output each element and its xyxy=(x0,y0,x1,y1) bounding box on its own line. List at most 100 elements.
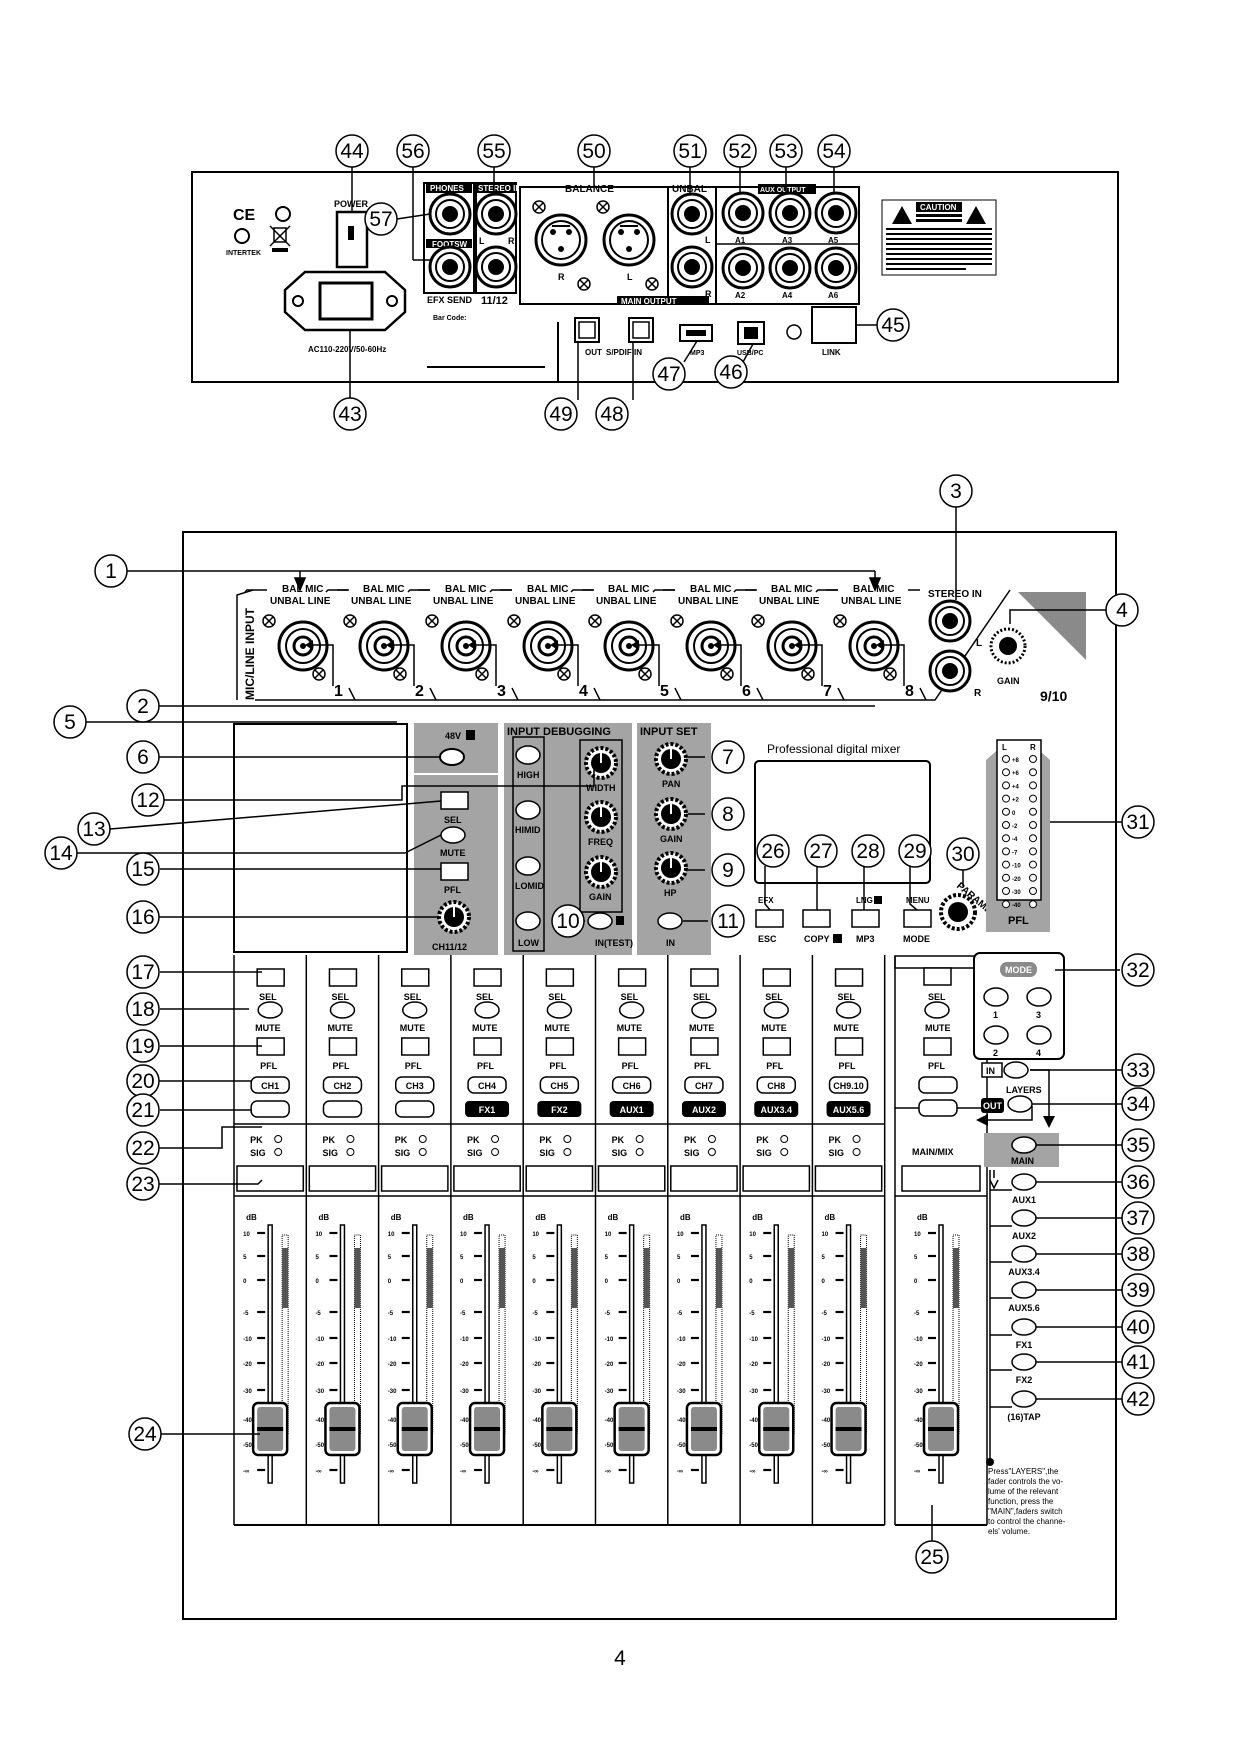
layer-2-button[interactable] xyxy=(1011,1209,1037,1227)
link-port[interactable] xyxy=(811,306,857,344)
eq-width-knob[interactable] xyxy=(584,746,618,780)
mode-func-button[interactable] xyxy=(903,909,932,928)
mode-2-button[interactable] xyxy=(983,1025,1009,1045)
ch7-layer-tag[interactable] xyxy=(681,1101,726,1117)
ch8-mute-button[interactable] xyxy=(763,1001,789,1019)
ch7-sel-button[interactable] xyxy=(690,968,719,987)
ch4-layer-tag[interactable] xyxy=(465,1101,510,1117)
ac-power-socket[interactable] xyxy=(283,270,407,332)
ch9-pfl-button[interactable] xyxy=(834,1037,864,1056)
esc-button[interactable] xyxy=(755,909,784,928)
main-sel-button[interactable] xyxy=(923,967,952,986)
ch5-sel-button[interactable] xyxy=(545,968,575,987)
layer-4-button[interactable] xyxy=(1011,1281,1037,1299)
ch2-channel-button[interactable] xyxy=(322,1076,363,1094)
ch2-sel-button[interactable] xyxy=(328,968,358,987)
ch3-channel-button[interactable] xyxy=(395,1076,435,1094)
ch4-sel-button[interactable] xyxy=(473,968,502,987)
ch3-pfl-button[interactable] xyxy=(401,1037,430,1056)
ch6-channel-button[interactable] xyxy=(611,1076,652,1094)
input-7-combo-jack[interactable] xyxy=(766,620,818,672)
eq-lomid-button[interactable] xyxy=(515,856,541,876)
main-out-xlr-r[interactable] xyxy=(534,213,588,267)
mode-button[interactable] xyxy=(1000,962,1037,977)
main-channel-button[interactable] xyxy=(918,1076,958,1094)
input-2-combo-jack[interactable] xyxy=(358,620,410,672)
input-5-combo-jack[interactable] xyxy=(603,620,655,672)
layers-out-button[interactable] xyxy=(1007,1095,1033,1113)
stereo-in-r-front-jack[interactable] xyxy=(928,649,972,693)
mode-3-button[interactable] xyxy=(1026,987,1052,1007)
ch2-pfl-button[interactable] xyxy=(328,1037,358,1056)
aux-a6-jack[interactable] xyxy=(814,246,858,290)
main-pfl-button[interactable] xyxy=(923,1037,952,1056)
ch5-mute-button[interactable] xyxy=(546,1001,573,1019)
input-gain-knob[interactable] xyxy=(654,797,688,831)
layer-3-button[interactable] xyxy=(1011,1245,1037,1263)
layer-5-button[interactable] xyxy=(1011,1318,1037,1336)
ch5-layer-tag[interactable] xyxy=(537,1101,582,1117)
ch3-layer-button[interactable] xyxy=(395,1100,435,1118)
ch1-mute-button[interactable] xyxy=(257,1001,283,1019)
eq-freq-knob[interactable] xyxy=(584,800,618,834)
ch3-mute-button[interactable] xyxy=(402,1001,428,1019)
stereo-in-r-jack[interactable] xyxy=(474,245,518,289)
mp3-button[interactable] xyxy=(851,909,880,928)
ch5-pfl-button[interactable] xyxy=(545,1037,575,1056)
layer-7-button[interactable] xyxy=(1011,1390,1037,1408)
layer-main-button[interactable] xyxy=(1011,1136,1037,1154)
stereo-in-l-jack[interactable] xyxy=(474,192,518,236)
input-8-combo-jack[interactable] xyxy=(848,620,900,672)
eq-gain-knob[interactable] xyxy=(584,855,618,889)
ch3-sel-button[interactable] xyxy=(401,968,430,987)
ch11-12-sel-button[interactable] xyxy=(440,791,469,810)
input-4-combo-jack[interactable] xyxy=(522,620,574,672)
aux-a3-jack[interactable] xyxy=(768,191,812,235)
ch8-layer-tag[interactable] xyxy=(754,1101,799,1117)
ch1-channel-button[interactable] xyxy=(250,1076,290,1094)
stereo-in-l-front-jack[interactable] xyxy=(928,599,972,643)
aux-a2-jack[interactable] xyxy=(721,246,765,290)
ch11-12-level-knob[interactable] xyxy=(437,900,471,934)
ch1-layer-button[interactable] xyxy=(250,1100,290,1118)
mode-1-button[interactable] xyxy=(983,987,1009,1007)
main-layer-button[interactable] xyxy=(918,1099,958,1117)
layers-in-button[interactable] xyxy=(1003,1061,1029,1079)
ch5-channel-button[interactable] xyxy=(539,1076,580,1094)
ch4-channel-button[interactable] xyxy=(467,1076,507,1094)
eq-low-button[interactable] xyxy=(515,911,541,931)
aux-a1-jack[interactable] xyxy=(721,191,765,235)
ch8-sel-button[interactable] xyxy=(762,968,791,987)
ch1-sel-button[interactable] xyxy=(256,968,285,987)
aux-a5-jack[interactable] xyxy=(814,191,858,235)
main-out-xlr-l[interactable] xyxy=(602,213,656,267)
eq-in-test-button[interactable] xyxy=(587,912,613,930)
main-mute-button[interactable] xyxy=(924,1001,950,1019)
ch8-channel-button[interactable] xyxy=(756,1076,796,1094)
ch2-mute-button[interactable] xyxy=(329,1001,356,1019)
ch9-mute-button[interactable] xyxy=(835,1001,862,1019)
ch9-layer-tag[interactable] xyxy=(826,1101,871,1117)
footsw-jack[interactable] xyxy=(428,245,472,289)
layer-6-button[interactable] xyxy=(1011,1353,1037,1371)
input-set-in-button[interactable] xyxy=(657,912,683,930)
ch7-channel-button[interactable] xyxy=(684,1076,724,1094)
ch8-pfl-button[interactable] xyxy=(762,1037,791,1056)
ch6-pfl-button[interactable] xyxy=(617,1037,647,1056)
ch4-pfl-button[interactable] xyxy=(473,1037,502,1056)
ch11-12-pfl-button[interactable] xyxy=(440,862,469,881)
ch11-12-mute-button[interactable] xyxy=(440,826,466,844)
ch9-channel-button[interactable] xyxy=(828,1076,869,1094)
copy-button[interactable] xyxy=(802,909,831,928)
ch6-layer-tag[interactable] xyxy=(609,1101,654,1117)
input-3-combo-jack[interactable] xyxy=(440,620,492,672)
hp-knob[interactable] xyxy=(654,851,688,885)
ch7-pfl-button[interactable] xyxy=(690,1037,719,1056)
ch4-mute-button[interactable] xyxy=(474,1001,500,1019)
ch2-layer-button[interactable] xyxy=(322,1100,363,1118)
mode-4-button[interactable] xyxy=(1026,1025,1052,1045)
main-out-unbal-l-jack[interactable] xyxy=(670,192,714,236)
phones-jack[interactable] xyxy=(428,192,472,236)
layer-1-button[interactable] xyxy=(1011,1173,1037,1191)
input-1-combo-jack[interactable] xyxy=(277,620,329,672)
